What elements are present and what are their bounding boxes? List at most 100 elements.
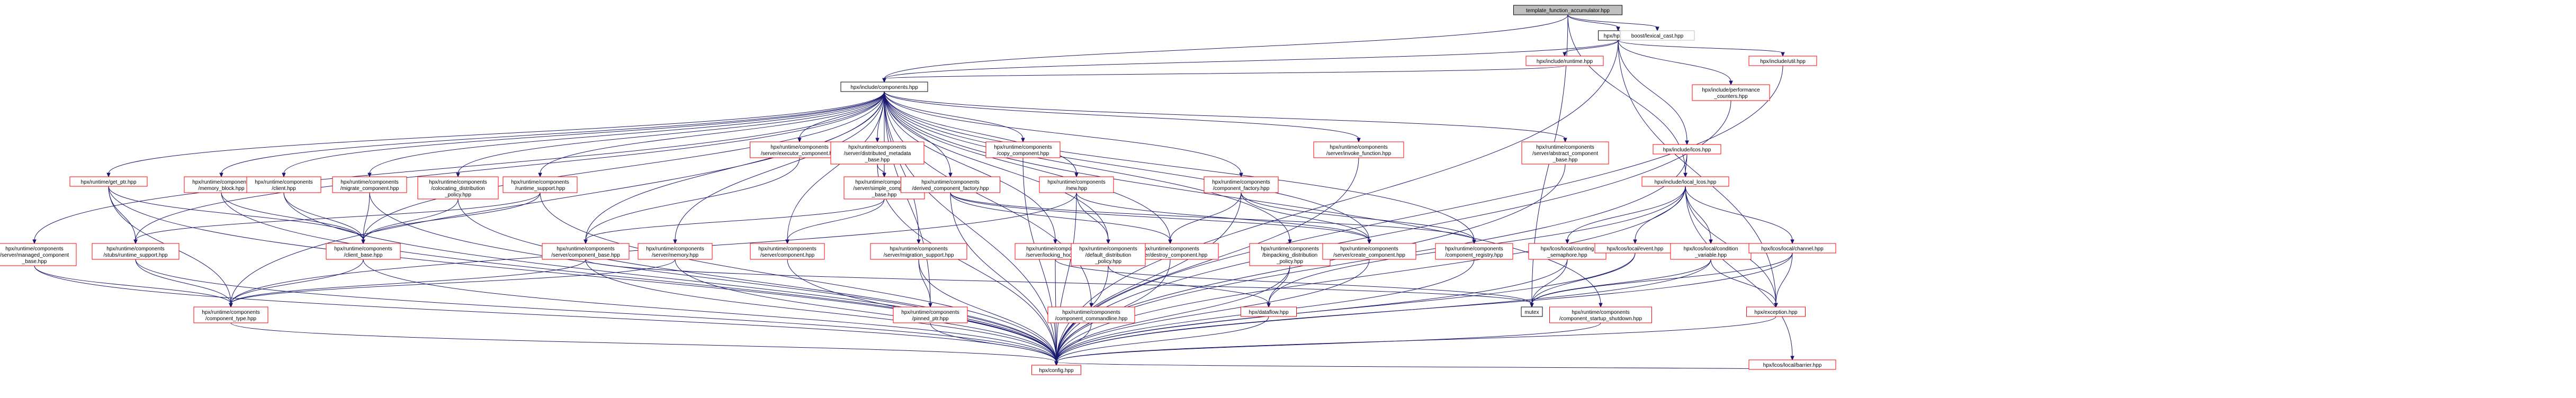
- edge-components-to-new-hpp: [884, 91, 1079, 178]
- node-exception[interactable]: hpx/exception.hpp: [1746, 306, 1806, 317]
- edge-arrowhead: [875, 138, 879, 143]
- node-cond-var[interactable]: hpx/lcos/local/condition_variable.hpp: [1670, 243, 1752, 260]
- node-label: /copy_component.hpp: [997, 151, 1049, 157]
- node-label: _base.hpp: [22, 259, 47, 265]
- edge-arrowhead: [1781, 52, 1785, 57]
- node-counting-sem[interactable]: hpx/lcos/local/counting_semaphore.hpp: [1528, 243, 1606, 260]
- edge-components-to-binpacking: [884, 91, 1292, 245]
- node-client-base[interactable]: hpx/runtime/components/client_base.hpp: [326, 243, 401, 260]
- edge-root-to-components: [882, 14, 1568, 83]
- node-lcos[interactable]: hpx/include/lcos.hpp: [1653, 144, 1721, 155]
- node-dist-meta[interactable]: hpx/runtime/components/server/distribute…: [830, 141, 925, 165]
- node-channel[interactable]: hpx/lcos/local/channel.hpp: [1748, 243, 1836, 254]
- edge-line: [1564, 40, 1619, 53]
- node-comp-type[interactable]: hpx/runtime/components/component_type.hp…: [193, 306, 268, 323]
- node-box: [417, 176, 499, 200]
- node-get-ptr[interactable]: hpx/runtime/get_ptr.hpp: [69, 176, 148, 187]
- node-label: hpx/hpx.hpp: [1604, 33, 1633, 39]
- node-box: [332, 176, 407, 193]
- edge-arrowhead: [1774, 303, 1778, 308]
- node-label: /server/abstract_component: [1532, 151, 1598, 157]
- node-config[interactable]: hpx/config.hpp: [1031, 365, 1081, 375]
- edge-local-lcos-to-counting-sem: [1565, 186, 1686, 245]
- node-lexcast[interactable]: boost/lexical_cast.hpp: [1620, 30, 1695, 41]
- edge-event-to-mutex: [1530, 252, 1636, 308]
- node-box: [1528, 243, 1606, 260]
- node-barrier[interactable]: hpx/lcos/local/barrier.hpp: [1748, 359, 1836, 370]
- node-binpacking[interactable]: hpx/runtime/components/binpacking_distri…: [1249, 243, 1331, 266]
- edge-arrowhead: [282, 173, 286, 178]
- node-managed-comp[interactable]: hpx/runtime/components/server/managed_co…: [0, 243, 77, 266]
- node-mutex[interactable]: mutex: [1521, 306, 1543, 317]
- edge-line: [230, 91, 885, 304]
- edge-line: [1056, 316, 1776, 363]
- edge-line: [1635, 186, 1686, 241]
- node-comp-registry[interactable]: hpx/runtime/components/component_registr…: [1435, 243, 1513, 260]
- edge-line: [135, 91, 885, 241]
- edge-hpx-to-perfc: [1618, 40, 1733, 86]
- edge-components-to-startup-shutdown: [884, 91, 1603, 308]
- node-mig-support[interactable]: hpx/runtime/components/server/migration_…: [870, 243, 967, 260]
- edge-components-to-default-dist: [884, 91, 1110, 245]
- edge-runtime-to-components: [882, 65, 1565, 83]
- edge-line: [1056, 316, 1269, 363]
- node-new-hpp[interactable]: hpx/runtime/components/new.hpp: [1039, 176, 1114, 193]
- node-rt-support[interactable]: hpx/runtime/components/runtime_support.h…: [502, 176, 578, 193]
- edge-components-to-client: [282, 91, 885, 178]
- node-comp-factory[interactable]: hpx/runtime/components/component_factory…: [1204, 176, 1279, 193]
- node-label: hpx/runtime/components: [646, 246, 704, 252]
- node-label: hpx/lcos/local/channel.hpp: [1761, 246, 1824, 252]
- node-derived-factory[interactable]: hpx/runtime/components/derived_component…: [901, 176, 1000, 193]
- node-stubs-rt[interactable]: hpx/runtime/components/stubs/runtime_sup…: [92, 243, 179, 260]
- node-startup-shutdown[interactable]: hpx/runtime/components/component_startup…: [1549, 306, 1652, 323]
- node-migrate[interactable]: hpx/runtime/components/migrate_component…: [332, 176, 407, 193]
- edge-arrowhead: [1563, 52, 1567, 57]
- edge-mem-block-to-client-base: [221, 192, 365, 245]
- node-label: _semaphore.hpp: [1547, 252, 1587, 258]
- edge-arrowhead: [948, 173, 953, 178]
- node-abs-comp[interactable]: hpx/runtime/components/server/abstract_c…: [1521, 141, 1609, 165]
- edge-arrowhead: [1021, 138, 1025, 143]
- node-util[interactable]: hpx/include/util.hpp: [1748, 56, 1817, 66]
- node-create-comp[interactable]: hpx/runtime/components/server/create_com…: [1322, 243, 1416, 260]
- node-srv-memory[interactable]: hpx/runtime/components/server/memory.hpp: [638, 243, 713, 260]
- node-box: [92, 243, 179, 260]
- node-label: /server/destroy_component.hpp: [1133, 252, 1208, 258]
- node-runtime[interactable]: hpx/include/runtime.hpp: [1525, 56, 1604, 66]
- edge-line: [1531, 259, 1711, 304]
- node-perfc[interactable]: hpx/include/performance_counters.hpp: [1692, 84, 1770, 101]
- node-colocating[interactable]: hpx/runtime/components/colocating_distri…: [417, 176, 499, 200]
- node-box: [1620, 30, 1695, 41]
- edge-arrowhead: [538, 173, 542, 178]
- node-box: [1047, 306, 1135, 323]
- node-box: [1322, 243, 1416, 260]
- node-root[interactable]: template_function_accumulator.hpp: [1513, 5, 1622, 15]
- edge-derived-factory-to-destroy-comp: [950, 192, 1172, 245]
- node-label: /stubs/runtime_support.hpp: [103, 252, 168, 258]
- node-client[interactable]: hpx/runtime/components/client.hpp: [246, 176, 321, 193]
- edge-line: [1567, 186, 1686, 241]
- edge-line: [585, 259, 1057, 363]
- node-label: hpx/lcos/local/counting: [1541, 246, 1594, 252]
- edge-binpacking-to-dataflow: [1267, 265, 1290, 308]
- node-default-dist[interactable]: hpx/runtime/components/default_distribut…: [1071, 243, 1146, 266]
- node-copy-comp[interactable]: hpx/runtime/components/copy_component.hp…: [985, 141, 1061, 158]
- node-comp-cmdline[interactable]: hpx/runtime/components/component_command…: [1047, 306, 1135, 323]
- node-srv-component[interactable]: hpx/runtime/components/server/component.…: [750, 243, 825, 260]
- node-invoke-fn[interactable]: hpx/runtime/components/server/invoke_fun…: [1313, 141, 1404, 158]
- node-label: hpx/include/performance: [1702, 87, 1760, 93]
- node-box: [1071, 243, 1146, 266]
- node-dataflow[interactable]: hpx/dataflow.hpp: [1241, 306, 1297, 317]
- node-mem-block[interactable]: hpx/runtime/components/memory_block.hpp: [184, 176, 259, 193]
- node-pinned-ptr[interactable]: hpx/runtime/components/pinned_ptr.hpp: [893, 306, 968, 323]
- node-local-lcos[interactable]: hpx/include/local_lcos.hpp: [1641, 176, 1729, 187]
- edge-line: [675, 91, 885, 241]
- edge-line: [950, 192, 1171, 241]
- node-comp-base[interactable]: hpx/runtime/components/server/component_…: [542, 243, 630, 260]
- edge-arrowhead: [1563, 138, 1567, 143]
- edge-line: [283, 192, 1057, 363]
- node-box: [1692, 84, 1770, 101]
- node-components[interactable]: hpx/include/components.hpp: [840, 82, 928, 92]
- node-event[interactable]: hpx/lcos/local/event.hpp: [1594, 243, 1676, 254]
